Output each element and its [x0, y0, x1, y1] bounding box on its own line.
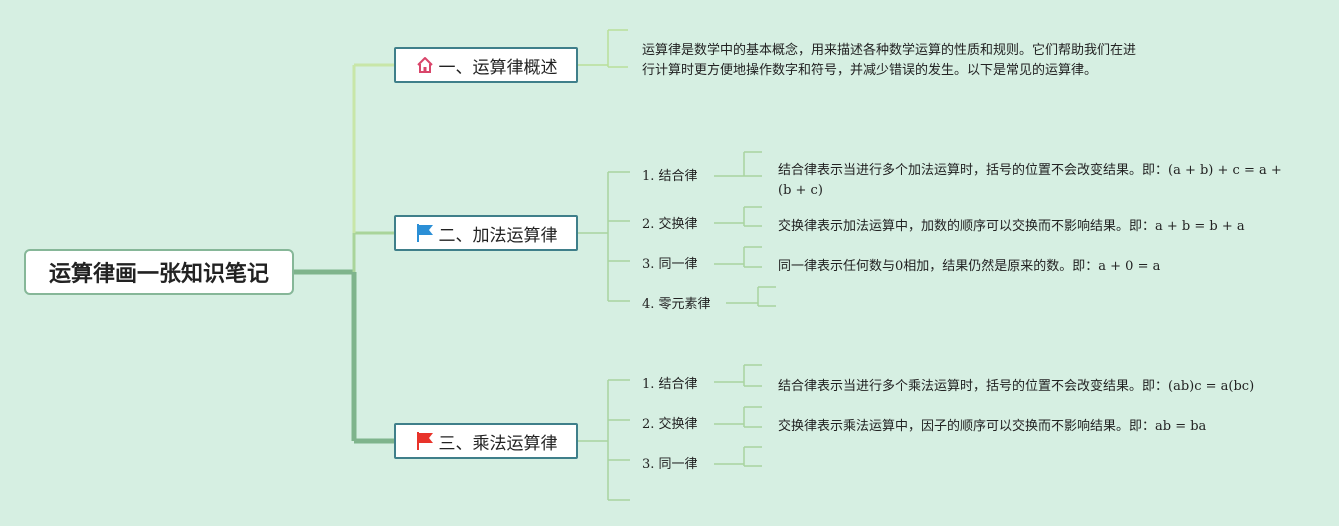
- home-icon: [415, 55, 435, 75]
- addition-associative-note: 结合律表示当进行多个加法运算时，括号的位置不会改变结果。即：(a + b) + …: [778, 163, 1282, 198]
- blue-flag-icon: [415, 223, 435, 243]
- red-flag-icon: [415, 431, 435, 451]
- multiplication-commutative-note: 交换律表示乘法运算中，因子的顺序可以交换而不影响结果。即：ab = ba: [778, 419, 1207, 434]
- addition-identity-note: 同一律表示任何数与0相加，结果仍然是原来的数。即：a + 0 = a: [778, 259, 1161, 274]
- overview-description: 运算律是数学中的基本概念，用来描述各种数学运算的性质和规则。它们帮助我们在进行计…: [642, 43, 1137, 78]
- root-topic[interactable]: 运算律画一张知识笔记: [24, 249, 294, 295]
- branch-multiplication[interactable]: 三、乘法运算律: [394, 423, 578, 459]
- branch-addition-label: 二、加法运算律: [438, 225, 558, 246]
- branch-addition[interactable]: 二、加法运算律: [394, 215, 578, 251]
- addition-commutative-note: 交换律表示加法运算中，加数的顺序可以交换而不影响结果。即：a + b = b +…: [778, 219, 1245, 234]
- addition-item-associative[interactable]: 1. 结合律: [642, 169, 698, 184]
- branch-overview[interactable]: 一、运算律概述: [394, 47, 578, 83]
- addition-item-identity[interactable]: 3. 同一律: [642, 257, 698, 272]
- root-topic-label: 运算律画一张知识笔记: [48, 262, 269, 287]
- addition-item-zero-element[interactable]: 4. 零元素律: [642, 297, 711, 312]
- multiplication-item-associative[interactable]: 1. 结合律: [642, 377, 698, 392]
- addition-item-commutative[interactable]: 2. 交换律: [642, 217, 698, 232]
- multiplication-item-commutative[interactable]: 2. 交换律: [642, 417, 698, 432]
- branch-overview-label: 一、运算律概述: [438, 57, 558, 78]
- multiplication-associative-note: 结合律表示当进行多个乘法运算时，括号的位置不会改变结果。即：(ab)c = a(…: [778, 379, 1255, 394]
- multiplication-item-identity[interactable]: 3. 同一律: [642, 457, 698, 472]
- branch-multiplication-label: 三、乘法运算律: [438, 433, 558, 454]
